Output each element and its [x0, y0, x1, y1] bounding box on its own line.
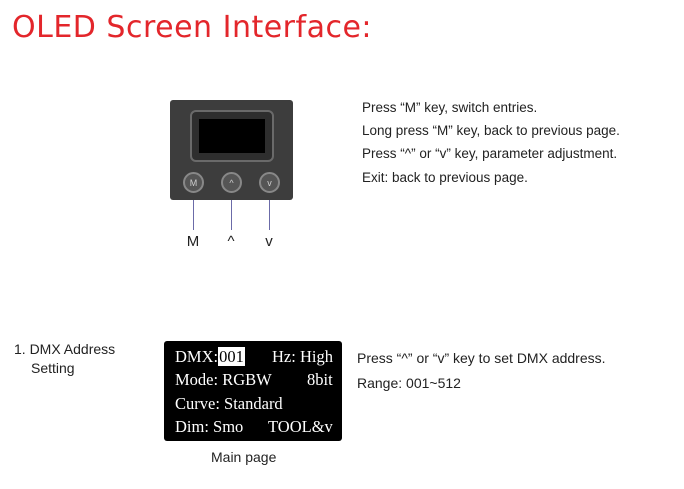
oled-main-page	[164, 341, 342, 441]
up-key-label: ^	[227, 233, 235, 250]
section-title: 1. DMX Address	[14, 341, 116, 357]
up-key-button[interactable]: ^	[221, 172, 242, 193]
down-key-button[interactable]: v	[259, 172, 280, 193]
dmx-range: Range: 001~512	[357, 375, 461, 391]
page-title: OLED Screen Interface:	[12, 10, 373, 45]
section-title-cont: Setting	[31, 360, 75, 376]
oled-caption: Main page	[211, 449, 277, 465]
oled-dim: Dim: Smo	[175, 417, 244, 436]
down-key-label: v	[265, 233, 273, 250]
up-key-leader-line	[231, 200, 232, 230]
down-key-leader-line	[269, 200, 270, 230]
oled-mode: Mode: RGBW	[175, 370, 272, 389]
m-key-label: M	[186, 233, 200, 250]
dmx-label: DMX:	[175, 347, 219, 366]
up-key-glyph: ^	[229, 177, 234, 188]
m-key-glyph: M	[189, 177, 198, 188]
oled-tool: TOOL&v	[268, 417, 333, 436]
instruction-line: Press “^” or “v” key, parameter adjustme…	[362, 146, 618, 161]
dmx-value: 001	[218, 347, 245, 366]
instruction-line: Long press “M” key, back to previous pag…	[362, 123, 620, 138]
oled-dmx-line: DMX:001	[175, 347, 245, 367]
m-key-leader-line	[193, 200, 194, 230]
instruction-line: Press “M” key, switch entries.	[362, 100, 538, 115]
m-key-button[interactable]: M	[183, 172, 204, 193]
down-key-glyph: v	[267, 177, 272, 188]
instruction-line: Exit: back to previous page.	[362, 170, 528, 185]
oled-screen	[199, 119, 265, 153]
oled-hz: Hz: High	[272, 347, 333, 366]
oled-curve: Curve: Standard	[175, 394, 283, 413]
oled-bit: 8bit	[307, 370, 333, 389]
section-description: Press “^” or “v” key to set DMX address.	[357, 350, 606, 366]
